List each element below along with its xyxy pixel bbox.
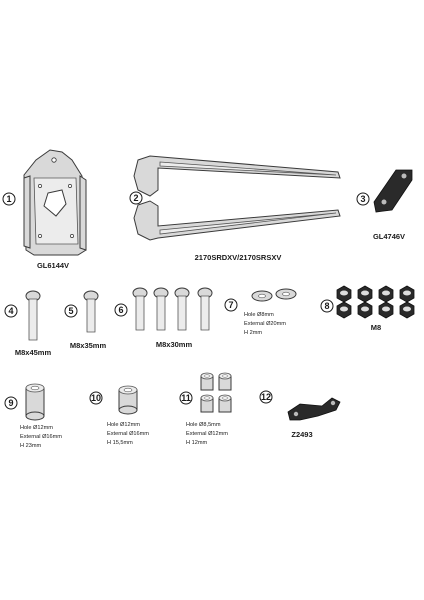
part-1-number: 1 <box>2 192 16 206</box>
part-10-spec: Hole Ø12mm External Ø16mm H 15,5mm <box>107 422 149 446</box>
part-7-spec: Hole Ø8mm External Ø20mm H 2mm <box>244 312 286 336</box>
part-12-label: Z2493 <box>291 430 312 439</box>
part-9-spec: Hole Ø12mm External Ø16mm H 23mm <box>20 425 62 449</box>
part-4-number: 4 <box>4 304 18 318</box>
part-9-number: 9 <box>4 396 18 410</box>
svg-text:11: 11 <box>181 393 191 403</box>
svg-text:Hole Ø12mm: Hole Ø12mm <box>20 425 53 431</box>
svg-text:5: 5 <box>68 306 73 316</box>
svg-text:Hole Ø8,5mm: Hole Ø8,5mm <box>186 422 221 428</box>
part-3-label: GL4746V <box>373 232 405 241</box>
svg-text:7: 7 <box>228 300 233 310</box>
part-2-side-arms <box>133 155 341 241</box>
svg-text:10: 10 <box>91 393 101 403</box>
svg-text:Hole Ø8mm: Hole Ø8mm <box>244 312 274 318</box>
part-8-nuts <box>336 285 415 319</box>
svg-text:External Ø16mm: External Ø16mm <box>107 431 149 437</box>
svg-text:External Ø16mm: External Ø16mm <box>20 434 62 440</box>
part-9-spacer <box>25 383 45 421</box>
svg-text:1: 1 <box>6 194 11 204</box>
svg-text:Hole Ø12mm: Hole Ø12mm <box>107 422 140 428</box>
svg-text:8: 8 <box>324 301 329 311</box>
part-7-number: 7 <box>224 298 238 312</box>
part-11-number: 11 <box>179 391 193 405</box>
part-4-bolt <box>25 290 41 341</box>
part-4-label: M8x45mm <box>15 348 52 357</box>
svg-text:H 15,5mm: H 15,5mm <box>107 440 133 446</box>
part-2-label: 2170SRDXV/2170SRSXV <box>195 253 282 262</box>
part-7-washers <box>251 288 297 302</box>
part-3-number: 3 <box>356 192 370 206</box>
svg-text:External Ø12mm: External Ø12mm <box>186 431 228 437</box>
part-10-number: 10 <box>89 391 103 405</box>
part-1-label: GL6144V <box>37 261 69 270</box>
part-8-label: M8 <box>371 323 381 332</box>
part-12-plate <box>287 397 341 421</box>
svg-text:External Ø20mm: External Ø20mm <box>244 321 286 327</box>
svg-text:2: 2 <box>133 193 138 203</box>
svg-text:H 2mm: H 2mm <box>244 330 262 336</box>
svg-text:6: 6 <box>118 305 123 315</box>
svg-text:9: 9 <box>8 398 13 408</box>
part-3-small-bracket <box>373 169 413 213</box>
part-1-bracket-plate <box>23 149 87 256</box>
svg-text:H 12mm: H 12mm <box>186 440 207 446</box>
part-11-spec: Hole Ø8,5mm External Ø12mm H 12mm <box>186 422 228 446</box>
part-6-bolts <box>132 287 213 331</box>
part-8-number: 8 <box>320 299 334 313</box>
part-10-spacer <box>118 385 138 415</box>
part-5-number: 5 <box>64 304 78 318</box>
svg-text:3: 3 <box>360 194 365 204</box>
part-12-number: 12 <box>259 390 273 404</box>
part-2-number: 2 <box>129 191 143 205</box>
part-5-label: M8x35mm <box>70 341 107 350</box>
part-5-bolt <box>83 290 99 333</box>
part-11-spacers <box>200 372 232 413</box>
svg-text:12: 12 <box>261 392 271 402</box>
part-6-number: 6 <box>114 303 128 317</box>
svg-text:H 23mm: H 23mm <box>20 443 41 449</box>
part-6-label: M8x30mm <box>156 340 193 349</box>
svg-text:4: 4 <box>8 306 13 316</box>
